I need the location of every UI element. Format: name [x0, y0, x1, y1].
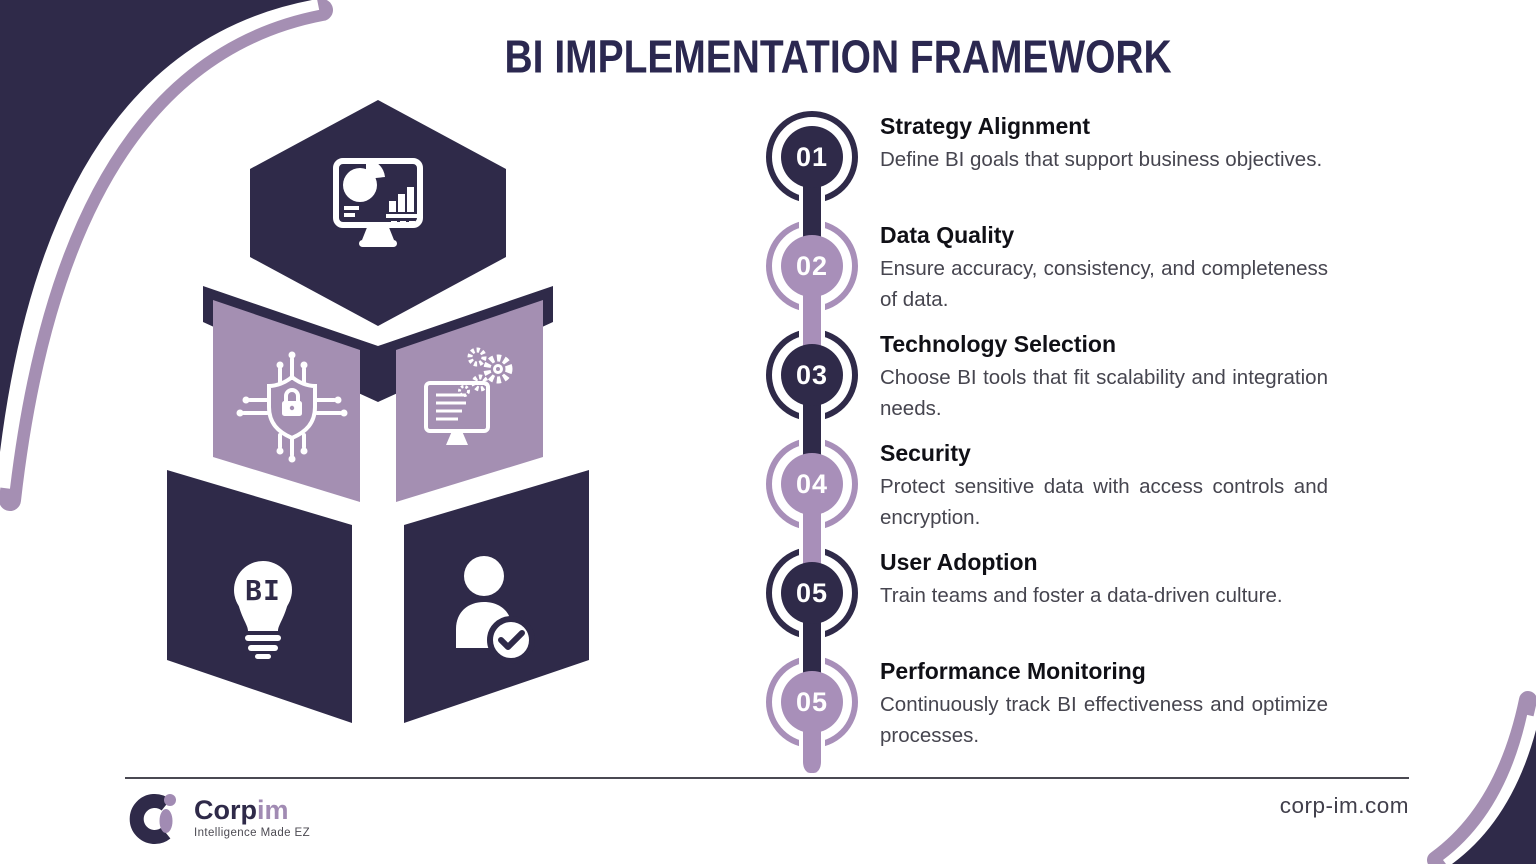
footer-divider — [125, 777, 1409, 779]
logo-tagline: Intelligence Made EZ — [194, 827, 311, 839]
logo-wordmark: Corpim — [194, 797, 310, 824]
step-title: Data Quality — [880, 222, 1015, 248]
top-left-swoosh — [0, 0, 333, 511]
monitor-gears-icon — [424, 347, 513, 445]
step-description: Train teams and foster a data-driven cul… — [880, 584, 1283, 607]
step-title: Security — [880, 440, 971, 466]
step-connector-end — [799, 727, 825, 773]
step-node-6: 05 — [766, 656, 858, 773]
step-number-badge-6: 05 — [781, 671, 843, 733]
logo-word-corp: Corp — [194, 795, 257, 825]
step-item-data-quality: 02 Data Quality Ensure accuracy, consist… — [766, 220, 1328, 349]
step-node-1: 01 — [766, 111, 858, 240]
step-item-strategy-alignment: 01 Strategy Alignment Define BI goals th… — [766, 111, 1328, 240]
step-title: User Adoption — [880, 549, 1038, 575]
page-title-row: BI IMPLEMENTATION FRAMEWORK — [0, 31, 1536, 83]
top-hexagon-shape — [250, 100, 506, 326]
step-number-badge-4: 04 — [781, 453, 843, 515]
step-item-performance-monitoring: 05 Performance Monitoring Continuously t… — [766, 656, 1328, 773]
bottom-right-face-shape — [404, 470, 589, 723]
step-number-badge-2: 02 — [781, 235, 843, 297]
step-connector-4 — [799, 509, 825, 567]
website-url: corp-im.com — [1279, 793, 1409, 818]
dashboard-monitor-icon — [333, 158, 423, 247]
step-title: Performance Monitoring — [880, 658, 1146, 684]
step-connector-3 — [799, 400, 825, 458]
steps-list: 01 Strategy Alignment Define BI goals th… — [766, 111, 1328, 773]
corpim-logo-mark — [129, 794, 176, 844]
step-item-security: 04 Security Protect sensitive data with … — [766, 438, 1328, 567]
step-number-badge-5: 05 — [781, 562, 843, 624]
shield-lock-network-icon — [236, 351, 348, 463]
step-description: Protect sensitive data with access contr… — [880, 475, 1328, 529]
bi-lightbulb-icon: BI — [234, 561, 292, 659]
step-description: Ensure accuracy, consistency, and comple… — [880, 257, 1328, 311]
step-connector-2 — [799, 291, 825, 349]
page-title: BI IMPLEMENTATION FRAMEWORK — [504, 31, 1172, 83]
step-title: Strategy Alignment — [880, 113, 1091, 139]
corpim-logo: Corpim Intelligence Made EZ — [126, 789, 310, 847]
logo-word-im: im — [257, 795, 289, 825]
step-item-technology-selection: 03 Technology Selection Choose BI tools … — [766, 329, 1328, 458]
person-check-icon — [456, 556, 535, 664]
step-item-user-adoption: 05 User Adoption Train teams and foster … — [766, 547, 1328, 676]
step-node-3: 03 — [766, 329, 858, 458]
step-connector-5 — [799, 618, 825, 676]
step-description: Define BI goals that support business ob… — [880, 148, 1323, 171]
bi-box-stack-graphic: BI — [167, 100, 589, 723]
middle-right-face-shape — [396, 300, 543, 502]
bottom-right-swoosh — [1427, 691, 1536, 864]
step-connector-1 — [799, 182, 825, 240]
step-node-2: 02 — [766, 220, 858, 349]
step-number-badge-1: 01 — [781, 126, 843, 188]
step-node-5: 05 — [766, 547, 858, 676]
step-number-badge-3: 03 — [781, 344, 843, 406]
step-description: Continuously track BI effectiveness and … — [880, 693, 1328, 747]
bi-label: BI — [245, 574, 281, 607]
step-node-4: 04 — [766, 438, 858, 567]
step-description: Choose BI tools that fit scalability and… — [880, 366, 1328, 420]
step-title: Technology Selection — [880, 331, 1116, 357]
